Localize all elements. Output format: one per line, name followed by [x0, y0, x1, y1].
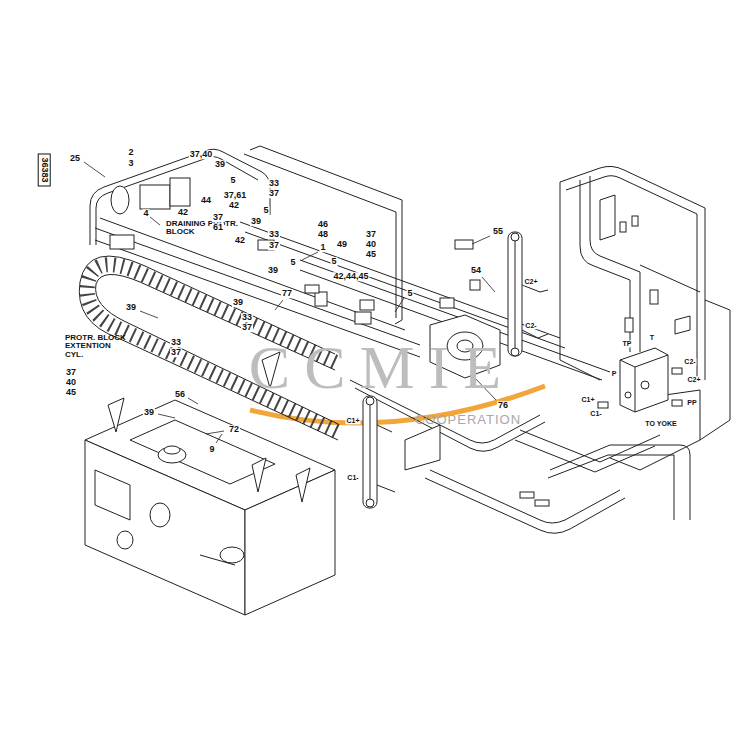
callout-number: 37	[365, 230, 377, 239]
callout-number: 2	[127, 148, 134, 157]
note-label: TO YOKE	[644, 420, 677, 427]
watermark: CCMIE	[248, 335, 516, 400]
callout-number: 3	[127, 159, 134, 168]
callout-number: 45	[65, 388, 77, 397]
port-label: C2+	[523, 278, 538, 285]
callout-number: 37,61	[223, 191, 248, 200]
callout-number: 44	[200, 196, 212, 205]
callout-number: 39	[250, 217, 262, 226]
callout-number: 39	[232, 298, 244, 307]
note-label: DRAINING PROTR. BLOCK	[165, 220, 239, 237]
leader-lines	[84, 162, 496, 443]
callout-number: 37	[65, 368, 77, 377]
callout-number: 54	[470, 266, 482, 275]
callout-number: 72	[228, 425, 240, 434]
callout-number: 46	[317, 220, 329, 229]
port-label: PP	[686, 399, 697, 406]
callout-number: 76	[497, 401, 509, 410]
callout-number: 37,40	[189, 150, 214, 159]
port-label: P	[611, 370, 618, 377]
callout-number: 39	[267, 266, 279, 275]
callout-number: 48	[317, 230, 329, 239]
callout-number: 49	[336, 240, 348, 249]
callout-number: 33	[268, 179, 280, 188]
port-label: C2+	[686, 376, 701, 383]
port-label: TP	[622, 340, 633, 347]
callout-number: 56	[174, 390, 186, 399]
port-label: C1+	[580, 396, 595, 403]
note-label: PROTR. BLOCK EXTENTION CYL.	[64, 334, 128, 359]
callout-number: 42	[177, 208, 189, 217]
callout-number: 37	[170, 348, 182, 357]
callout-number: 5	[406, 289, 413, 298]
port-label: C2-	[683, 358, 696, 365]
port-label: C2-	[524, 322, 537, 329]
port-label: C1-	[589, 410, 602, 417]
port-label: C1+	[345, 417, 360, 424]
callout-number: 39	[143, 408, 155, 417]
callout-number: 9	[208, 445, 215, 454]
port-label: C1-	[346, 474, 359, 481]
callout-number: 33	[268, 230, 280, 239]
port-label: T	[649, 334, 655, 341]
callout-number: 37	[212, 213, 224, 222]
callout-number: 40	[365, 240, 377, 249]
callout-number: 33	[170, 338, 182, 347]
callout-number: 42	[228, 201, 240, 210]
callout-number: 1	[319, 243, 326, 252]
watermark: COOPERATION	[414, 413, 522, 427]
callout-number: 55	[492, 227, 504, 236]
callout-number: 45	[365, 250, 377, 259]
control-valve	[520, 216, 682, 506]
callout-number: 37	[241, 323, 253, 332]
callout-number: 39	[125, 303, 137, 312]
callout-number: 4	[142, 209, 149, 218]
callout-number: 40	[65, 378, 77, 387]
callout-number: 77	[281, 289, 293, 298]
callout-number: 42	[234, 236, 246, 245]
callout-number: 33	[241, 313, 253, 322]
callout-number: 5	[262, 206, 269, 215]
callout-number: 37	[268, 241, 280, 250]
tank	[85, 400, 335, 615]
callout-number: 39	[214, 160, 226, 169]
drawing-number: 36383	[37, 153, 50, 186]
callout-number: 42,44,45	[332, 272, 369, 281]
callout-number: 61	[212, 223, 224, 232]
mounting-brackets	[108, 195, 690, 502]
callout-number: 5	[289, 258, 296, 267]
callout-number: 25	[69, 154, 81, 163]
callout-number: 37	[268, 189, 280, 198]
callout-number: 5	[229, 176, 236, 185]
callout-number: 5	[330, 257, 337, 266]
